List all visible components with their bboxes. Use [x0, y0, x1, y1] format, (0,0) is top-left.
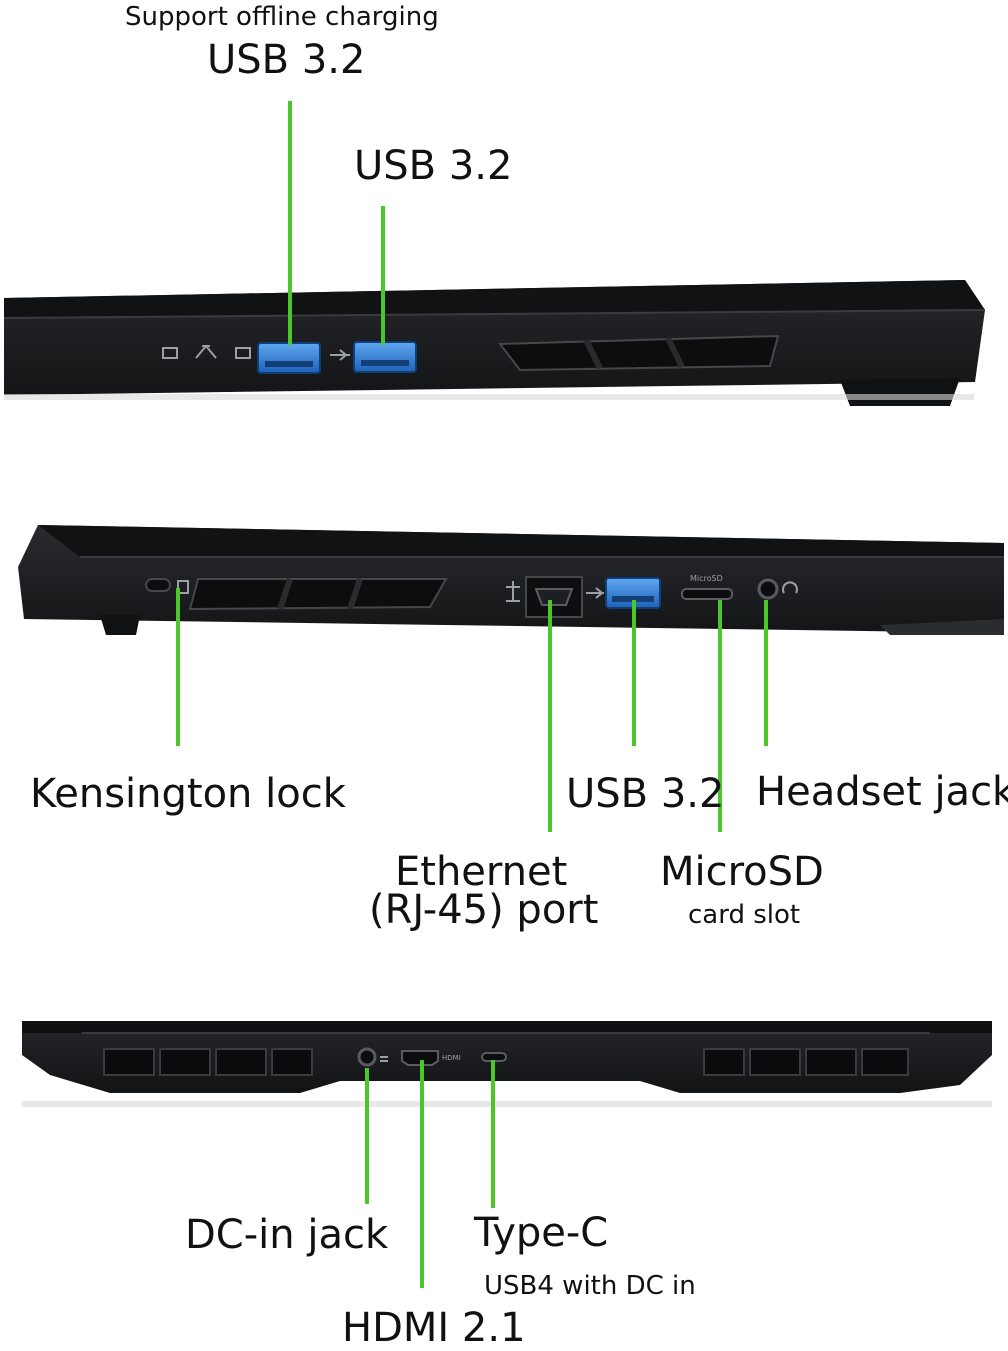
- leader-type-c: [491, 1060, 495, 1208]
- usb-label-right: USB 3.2: [566, 771, 725, 817]
- microsd-sub-label: card slot: [688, 900, 801, 930]
- light-icon: [195, 344, 217, 359]
- dc-in-port: [357, 1047, 377, 1067]
- laptop-rear-view: HDMI: [22, 1021, 992, 1107]
- leader-ethernet: [548, 600, 552, 832]
- usb-symbol-icon-right: [586, 587, 604, 599]
- laptop-right-side-view: MicroSD: [18, 525, 1004, 635]
- vent-grille: [498, 334, 780, 372]
- type-c-sub-label: USB4 with DC in: [484, 1271, 696, 1301]
- usb-symbol-icon: [330, 349, 350, 361]
- leader-microsd: [718, 600, 722, 832]
- hdmi-label: HDMI 2.1: [342, 1305, 526, 1351]
- headset-jack-label: Headset jack: [756, 769, 1008, 815]
- ethernet-label-line1: Ethernet: [395, 849, 568, 895]
- usb-charging-note-label: Support offline charging: [125, 2, 439, 32]
- headset-icon: [782, 581, 798, 594]
- ethernet-port: [525, 576, 583, 618]
- dc-in-jack-label: DC-in jack: [185, 1212, 389, 1258]
- hdmi-port: [401, 1050, 439, 1066]
- ethernet-label-line2: (RJ-45) port: [369, 887, 599, 933]
- network-icon: [506, 581, 520, 602]
- leader-usb: [381, 206, 385, 345]
- usb-port-right: [605, 577, 661, 609]
- laptop-left-side-view: [3, 280, 986, 406]
- headset-jack-port: [757, 578, 779, 600]
- microsd-port-mark: MicroSD: [690, 574, 723, 583]
- leader-usb-charging: [288, 101, 292, 345]
- left-side-icons: [162, 344, 251, 359]
- leader-dc-in: [365, 1068, 369, 1204]
- microsd-label: MicroSD: [660, 849, 824, 895]
- vent-grille-right: [188, 578, 448, 611]
- usb-port: [353, 341, 417, 373]
- leader-usb-right: [632, 600, 636, 746]
- usb-charging-label: USB 3.2: [207, 37, 366, 83]
- battery-icon: [162, 347, 178, 359]
- type-c-label: Type-C: [474, 1210, 609, 1256]
- left-chassis-body: [3, 280, 986, 406]
- leader-hdmi: [420, 1060, 424, 1288]
- kensington-slot: [145, 578, 171, 592]
- kensington-lock-label: Kensington lock: [30, 771, 346, 817]
- dc-icon: [380, 1056, 388, 1062]
- microsd-slot: [681, 588, 733, 600]
- leader-headset: [764, 600, 768, 746]
- rear-vents-right: [703, 1048, 909, 1076]
- rear-vents-left: [103, 1048, 313, 1076]
- usb-icon: [235, 347, 251, 359]
- usb-port-charging: [257, 342, 321, 374]
- leader-kensington: [176, 588, 180, 746]
- hdmi-port-mark: HDMI: [442, 1054, 461, 1062]
- usb-label-left: USB 3.2: [354, 143, 513, 189]
